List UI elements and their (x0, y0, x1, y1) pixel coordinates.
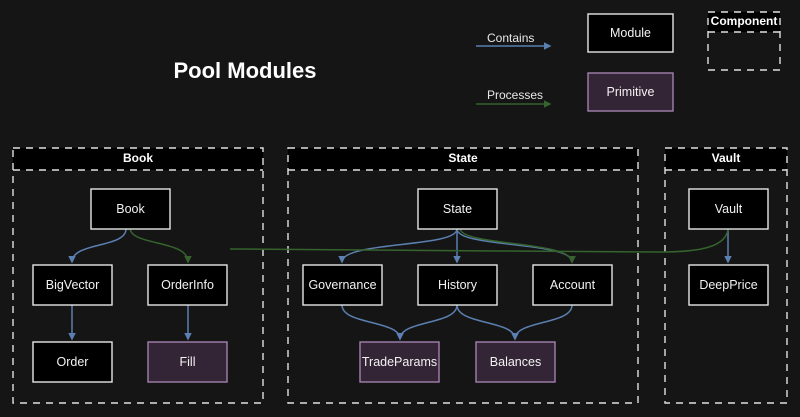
legend-primitive-box: Primitive (587, 72, 674, 112)
node-order-label: Order (57, 355, 89, 369)
node-state[interactable]: State (417, 188, 498, 230)
edge-state-to-governance (338, 228, 458, 264)
edge-book-to-bigvector (68, 228, 127, 264)
section-vault-label: Vault (712, 151, 741, 165)
node-governance-label: Governance (308, 278, 376, 292)
node-fill[interactable]: Fill (147, 341, 228, 383)
node-order[interactable]: Order (32, 341, 113, 383)
legend: Contains Processes Module Primitive Comp… (476, 11, 781, 112)
node-orderinfo[interactable]: OrderInfo (147, 264, 228, 306)
node-history[interactable]: History (417, 264, 498, 306)
node-account[interactable]: Account (532, 264, 613, 306)
legend-primitive-label: Primitive (607, 85, 655, 99)
edge-history-to-tradeparams (396, 304, 458, 341)
node-deepprice-label: DeepPrice (699, 278, 757, 292)
edge-account-to-balances (511, 304, 573, 341)
node-book-label: Book (116, 202, 145, 216)
node-book[interactable]: Book (90, 188, 171, 230)
node-state-label: State (443, 202, 472, 216)
node-bigvector[interactable]: BigVector (32, 264, 113, 306)
legend-module-box: Module (587, 13, 674, 53)
page-title: Pool Modules (174, 58, 317, 83)
section-state: State (287, 147, 639, 404)
edge-state-to-account-processes (459, 228, 576, 264)
node-vault-label: Vault (715, 202, 743, 216)
node-bigvector-label: BigVector (46, 278, 100, 292)
node-fill-label: Fill (180, 355, 196, 369)
node-balances[interactable]: Balances (475, 341, 556, 383)
section-state-label: State (448, 151, 478, 165)
node-history-label: History (438, 278, 478, 292)
section-vault: Vault (664, 147, 788, 404)
edge-processes-crosslink (229, 228, 729, 253)
node-tradeparams[interactable]: TradeParams (359, 341, 440, 383)
section-book-label: Book (123, 151, 153, 165)
edges (68, 228, 732, 341)
node-tradeparams-label: TradeParams (362, 355, 437, 369)
node-account-label: Account (550, 278, 596, 292)
node-vault[interactable]: Vault (688, 188, 769, 230)
legend-contains-label: Contains (487, 31, 534, 45)
node-orderinfo-label: OrderInfo (161, 278, 214, 292)
legend-component-box: Component (707, 11, 781, 71)
legend-processes-label: Processes (487, 88, 543, 102)
legend-component-label: Component (711, 14, 778, 28)
node-governance[interactable]: Governance (302, 264, 383, 306)
section-book: Book (12, 147, 264, 404)
node-deepprice[interactable]: DeepPrice (688, 264, 769, 306)
edge-book-to-orderinfo (129, 228, 192, 264)
node-balances-label: Balances (490, 355, 541, 369)
legend-module-label: Module (610, 26, 651, 40)
